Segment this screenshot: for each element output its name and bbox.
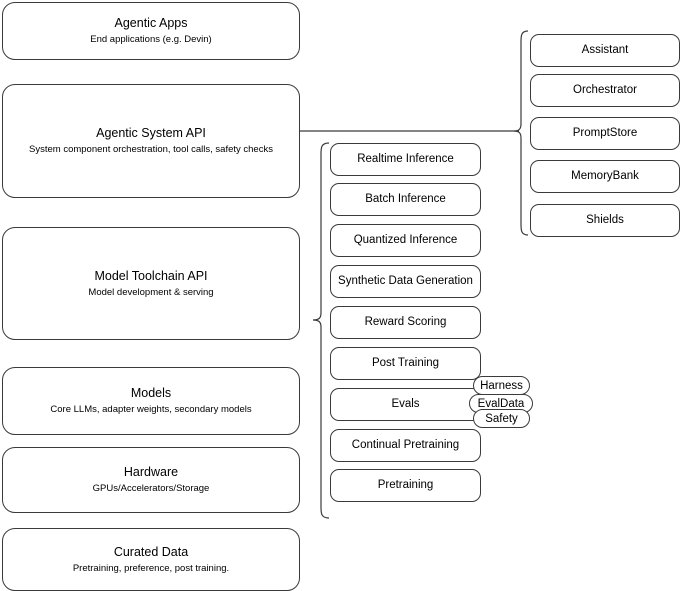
- toolchain-item-label: Batch Inference: [365, 193, 446, 205]
- system-component-assistant[interactable]: Assistant: [530, 34, 680, 67]
- system-component-label: Orchestrator: [573, 84, 637, 96]
- layer-title: Agentic System API: [96, 126, 206, 140]
- evals-badge-label: Harness: [480, 379, 523, 392]
- layer-subtitle: GPUs/Accelerators/Storage: [92, 483, 210, 494]
- layer-box-curated-data[interactable]: Curated Data Pretraining, preference, po…: [2, 528, 300, 591]
- toolchain-item-reward-scoring[interactable]: Reward Scoring: [330, 306, 481, 339]
- toolchain-item-label: Evals: [391, 398, 420, 410]
- system-component-label: Shields: [586, 214, 624, 226]
- layer-box-hardware[interactable]: Hardware GPUs/Accelerators/Storage: [2, 447, 300, 513]
- evals-badge-label: EvalData: [477, 397, 525, 410]
- evals-badge-label: Safety: [485, 412, 518, 425]
- system-component-label: MemoryBank: [571, 170, 639, 182]
- layer-subtitle: Core LLMs, adapter weights, secondary mo…: [50, 404, 252, 415]
- layer-title: Model Toolchain API: [94, 268, 208, 283]
- evals-badge-harness[interactable]: Harness: [473, 376, 530, 395]
- toolchain-item-continual-pretraining[interactable]: Continual Pretraining: [330, 429, 481, 462]
- toolchain-item-pretraining[interactable]: Pretraining: [330, 469, 481, 502]
- layer-subtitle: System component orchestration, tool cal…: [29, 144, 273, 155]
- toolchain-item-label: Pretraining: [377, 479, 434, 491]
- toolchain-item-post-training[interactable]: Post Training: [330, 347, 481, 380]
- layer-title: Agentic Apps: [114, 16, 188, 30]
- layer-title: Hardware: [123, 465, 179, 479]
- toolchain-item-label: Continual Pretraining: [351, 439, 460, 451]
- system-component-label: PromptStore: [572, 127, 638, 139]
- system-component-orchestrator[interactable]: Orchestrator: [530, 74, 680, 107]
- toolchain-item-evals[interactable]: Evals: [330, 388, 481, 421]
- toolchain-item-label: Synthetic Data Generation: [338, 275, 473, 287]
- layer-subtitle: Model development & serving: [88, 286, 214, 298]
- toolchain-item-label: Reward Scoring: [364, 316, 447, 328]
- toolchain-item-label: Realtime Inference: [357, 153, 454, 165]
- system-component-memorybank[interactable]: MemoryBank: [530, 160, 680, 193]
- brace-toolchain-items: [312, 142, 330, 519]
- toolchain-item-label: Post Training: [371, 357, 440, 369]
- toolchain-item-quantized-inference[interactable]: Quantized Inference: [330, 224, 481, 257]
- layer-box-agentic-apps[interactable]: Agentic Apps End applications (e.g. Devi…: [2, 2, 300, 60]
- toolchain-item-label: Quantized Inference: [353, 234, 458, 246]
- evals-badge-safety[interactable]: Safety: [473, 409, 530, 428]
- system-component-promptstore[interactable]: PromptStore: [530, 117, 680, 150]
- system-component-shields[interactable]: Shields: [530, 204, 680, 237]
- toolchain-item-realtime-inference[interactable]: Realtime Inference: [330, 143, 481, 176]
- layer-title: Curated Data: [113, 544, 189, 559]
- layer-box-model-toolchain-api[interactable]: Model Toolchain API Model development & …: [2, 227, 300, 340]
- toolchain-item-batch-inference[interactable]: Batch Inference: [330, 183, 481, 216]
- layer-box-agentic-system-api[interactable]: Agentic System API System component orch…: [2, 84, 300, 198]
- layer-subtitle: Pretraining, preference, post training.: [72, 562, 230, 574]
- layer-subtitle: End applications (e.g. Devin): [90, 34, 212, 45]
- layer-box-models[interactable]: Models Core LLMs, adapter weights, secon…: [2, 367, 300, 435]
- brace-system-components: [513, 30, 529, 236]
- layer-title: Models: [130, 386, 172, 400]
- toolchain-item-synthetic-data-generation[interactable]: Synthetic Data Generation: [330, 265, 481, 298]
- system-component-label: Assistant: [581, 44, 629, 56]
